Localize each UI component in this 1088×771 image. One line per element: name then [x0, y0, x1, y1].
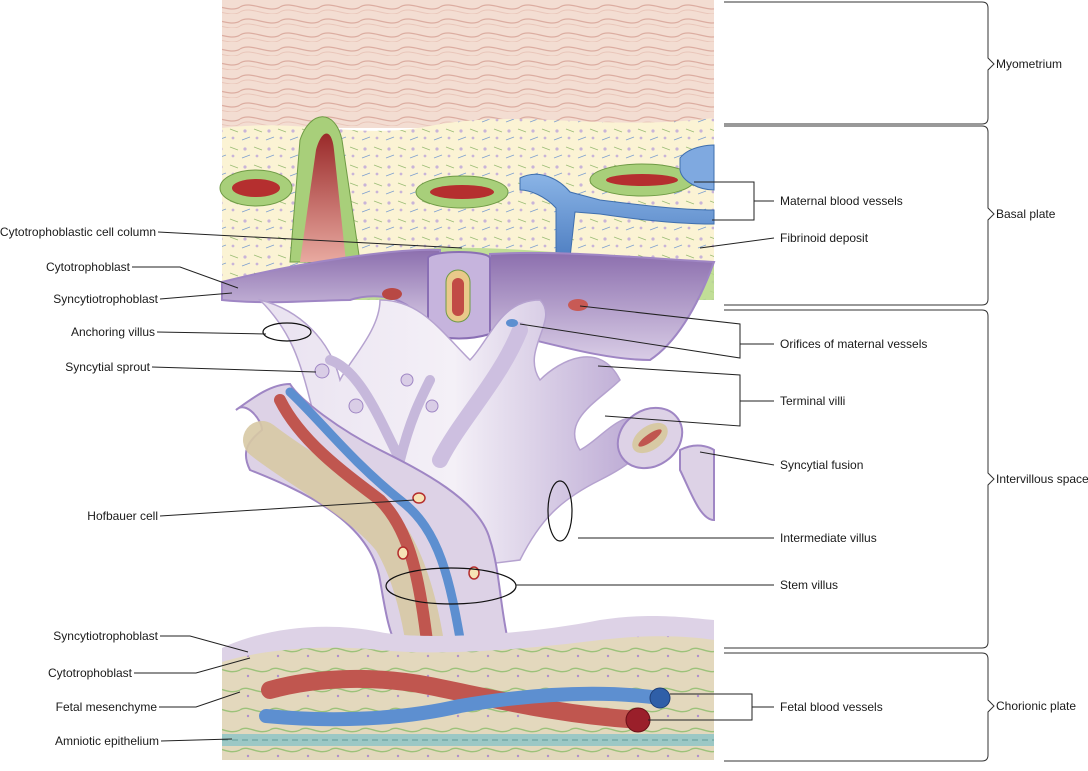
orifice-blue [506, 319, 518, 327]
stem-vein [285, 387, 467, 655]
leader-cell-column [157, 231, 463, 249]
leader-syncytial-sprout [151, 366, 317, 373]
maternal-vein-gland [679, 144, 715, 191]
fetal-vessel-cross-section-blue [649, 687, 671, 709]
stem-villus-ring [385, 567, 517, 605]
label-anchoring-villus: Anchoring villus [71, 325, 155, 339]
label-cytotrophoblast-bottom: Cytotrophoblast [48, 666, 133, 680]
label-syncytiotrophoblast-top: Syncytiotrophoblast [53, 292, 158, 306]
syncytial-fusion-villus [679, 444, 715, 522]
label-intervillous-space: Intervillous space [996, 472, 1088, 486]
label-amniotic-epithelium: Amniotic epithelium [55, 734, 159, 748]
leader-syncytiotrophoblast-top [159, 292, 233, 300]
chorionic-plate-layer [222, 615, 714, 760]
leader-amniotic-epithelium [160, 738, 233, 742]
right-labels: Maternal blood vessels Fibrinoid deposit… [780, 194, 927, 714]
leader-syncytial-fusion [699, 451, 775, 466]
leader-hofbauer-cell [159, 499, 415, 517]
label-intermediate-villus: Intermediate villus [780, 531, 877, 545]
fetal-vessel-cross-section-red [625, 707, 651, 733]
layer-labels: Myometrium Basal plate Intervillous spac… [996, 57, 1088, 713]
myometrium-layer [222, 0, 714, 128]
basal-plate-bracket [724, 125, 995, 306]
leader-cytotrophoblast-top [132, 266, 239, 289]
anchoring-villus-ring [262, 322, 312, 342]
leader-fetal-blood-vessels [648, 693, 774, 721]
label-myometrium: Myometrium [996, 57, 1062, 71]
orifice-red-right [568, 299, 588, 311]
leader-orifices [519, 305, 774, 359]
fetal-artery-horizontal [261, 669, 649, 729]
layer-brackets [724, 1, 995, 762]
label-syncytiotrophoblast-bottom: Syncytiotrophoblast [53, 629, 158, 643]
leader-terminal-villi [597, 365, 774, 427]
leader-fetal-mesenchyme [159, 691, 241, 708]
leader-cytotrophoblast-bottom [134, 657, 251, 674]
label-maternal-blood-vessels: Maternal blood vessels [780, 194, 903, 208]
leader-maternal-blood-vessels [694, 181, 774, 221]
intervillous-layer [221, 248, 716, 669]
label-fetal-mesenchyme: Fetal mesenchyme [56, 700, 158, 714]
stem-artery [274, 394, 434, 656]
label-basal-plate: Basal plate [996, 207, 1056, 221]
intermediate-villus-ring [547, 480, 573, 542]
leader-anchoring-villus [156, 331, 267, 335]
label-cytotrophoblastic-cell-column: Cytotrophoblastic cell column [0, 225, 156, 239]
amniotic-epithelium-row [222, 734, 714, 746]
label-stem-villus: Stem villus [780, 578, 838, 592]
orifice-red [382, 288, 402, 300]
label-cytotrophoblast-top: Cytotrophoblast [46, 260, 131, 274]
myometrium-bracket [724, 1, 995, 125]
label-hofbauer-cell: Hofbauer cell [87, 509, 158, 523]
label-terminal-villi: Terminal villi [780, 394, 845, 408]
hofbauer-cell-marker [412, 492, 426, 504]
leader-lines [132, 181, 775, 742]
leader-syncytiotrophoblast-bottom [160, 635, 249, 653]
intervillous-bracket [724, 309, 995, 649]
fetal-vein-horizontal [259, 686, 667, 727]
label-fetal-blood-vessels: Fetal blood vessels [780, 700, 883, 714]
label-fibrinoid-deposit: Fibrinoid deposit [780, 231, 869, 245]
cell-column-core [300, 133, 346, 262]
chorionic-plate-bracket [724, 652, 995, 762]
label-chorionic-plate: Chorionic plate [996, 699, 1076, 713]
label-syncytial-fusion: Syncytial fusion [780, 458, 863, 472]
label-syncytial-sprout: Syncytial sprout [65, 360, 150, 374]
label-orifices-of-maternal-vessels: Orifices of maternal vessels [780, 337, 927, 351]
left-labels: Cytotrophoblastic cell column Cytotropho… [0, 225, 159, 748]
leader-fibrinoid-deposit [699, 237, 775, 249]
maternal-vein [519, 173, 715, 259]
